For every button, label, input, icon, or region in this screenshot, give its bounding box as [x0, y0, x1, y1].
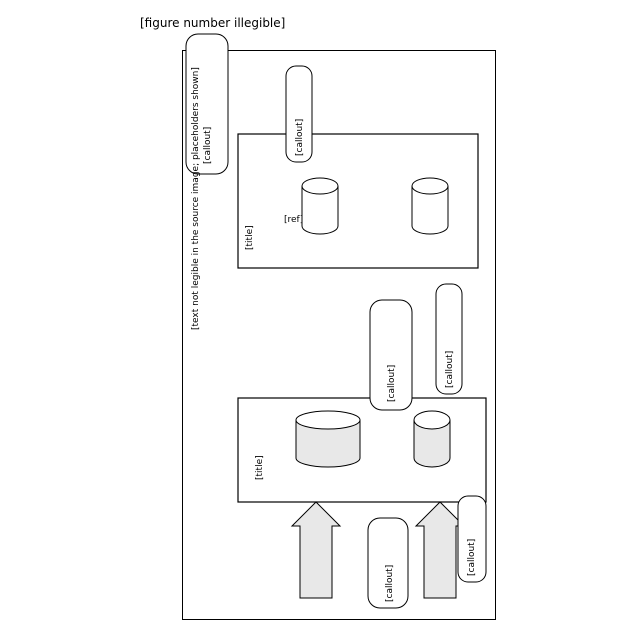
callout-text: [callout] — [295, 119, 305, 156]
block-cylinder — [412, 178, 448, 234]
block-cylinder — [302, 178, 338, 234]
callout-text: [callout] — [467, 539, 477, 576]
stream-arrow — [292, 502, 340, 598]
callout-text: [callout] — [387, 365, 397, 402]
free-block-title: [title] — [245, 225, 255, 250]
figure-note: [text not legible in the source image; p… — [191, 67, 201, 330]
stream-arrow — [416, 502, 464, 598]
block-ref: [ref] — [284, 215, 303, 225]
callout-text: [callout] — [445, 351, 455, 388]
callout-text: [callout] — [203, 127, 213, 164]
callout-text: [callout] — [385, 565, 395, 602]
block-cylinder — [296, 411, 360, 467]
block-cylinder — [414, 411, 450, 467]
write-block-title: [title] — [255, 455, 265, 480]
